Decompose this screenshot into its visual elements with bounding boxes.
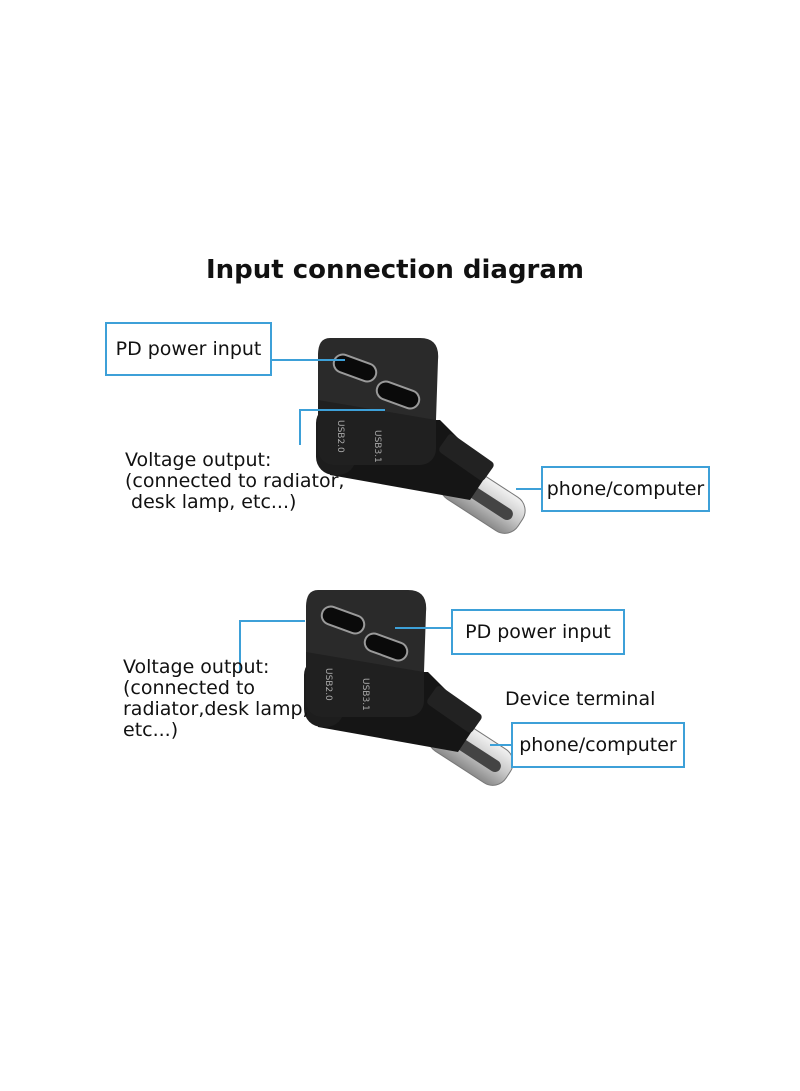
voltage-output-label-2: Voltage output: (connected to radiator,d… [123, 656, 309, 741]
device-terminal-label: Device terminal [505, 688, 656, 710]
voltage-output-label-1: Voltage output: (connected to radiator, … [125, 449, 345, 513]
callout-lines [239, 359, 541, 746]
port-label-usb20-1: USB2.0 [335, 420, 345, 453]
pd-power-input-label-1: PD power input [105, 322, 272, 376]
page-title: Input connection diagram [205, 255, 585, 285]
adapter-image-1 [315, 337, 533, 541]
pd-power-input-label-2: PD power input [451, 609, 625, 655]
port-label-usb31-2: USB3.1 [360, 678, 370, 711]
port-label-usb20-2: USB2.0 [323, 668, 333, 701]
phone-computer-label-2: phone/computer [511, 722, 685, 768]
port-label-usb31-1: USB3.1 [372, 430, 382, 463]
phone-computer-label-1: phone/computer [541, 466, 710, 512]
